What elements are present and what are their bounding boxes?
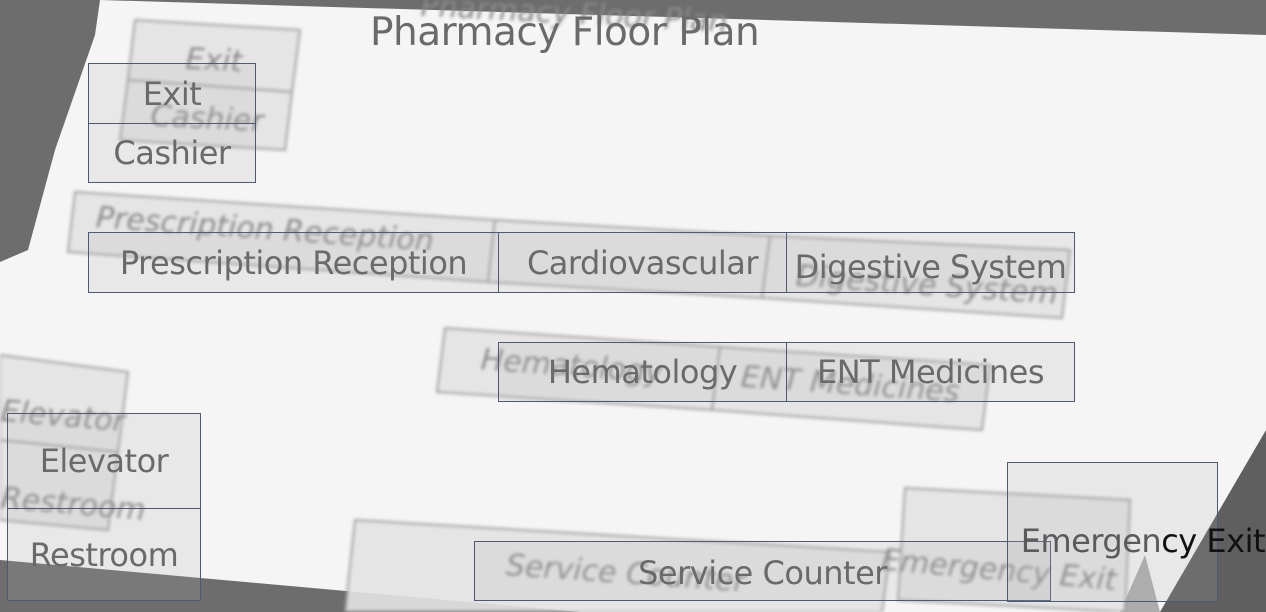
page-title: Pharmacy Floor Plan xyxy=(370,10,760,55)
room-label: ENT Medicines xyxy=(817,353,1045,391)
room-label: Cashier xyxy=(113,134,231,172)
room-label: Exit xyxy=(142,74,202,113)
room-label-dark: cy Exit xyxy=(1161,522,1265,560)
room-ent-medicines: ENT Medicines xyxy=(786,342,1075,402)
svg-text:Cashier: Cashier xyxy=(150,98,266,139)
room-exit: Exit xyxy=(88,63,256,124)
room-cardiovascular: Cardiovascular xyxy=(498,232,787,293)
room-emergency-exit: Emergency Exit xyxy=(1007,462,1265,602)
room-label-light: Emergen xyxy=(1020,522,1162,560)
svg-text:Exit: Exit xyxy=(185,42,245,80)
room-elevator: Elevator xyxy=(7,413,201,509)
room-prescription-reception: Prescription Reception xyxy=(88,232,499,293)
room-label: Prescription Reception xyxy=(119,243,468,282)
room-label: Restroom xyxy=(29,535,179,574)
room-cashier: Cashier xyxy=(88,123,256,183)
room-label: Service Counter xyxy=(638,554,887,592)
room-label: Emergency Exit xyxy=(1020,522,1266,560)
room-label: Digestive System xyxy=(794,247,1067,286)
room-label: Elevator xyxy=(39,442,169,480)
room-digestive-system: Digestive System xyxy=(786,232,1075,293)
room-label: Cardiovascular xyxy=(526,243,759,282)
room-service-counter: Service Counter xyxy=(474,541,1051,601)
room-restroom: Restroom xyxy=(7,508,201,601)
room-hematology: Hematology xyxy=(498,342,787,402)
room-label: Hematology xyxy=(547,353,738,391)
